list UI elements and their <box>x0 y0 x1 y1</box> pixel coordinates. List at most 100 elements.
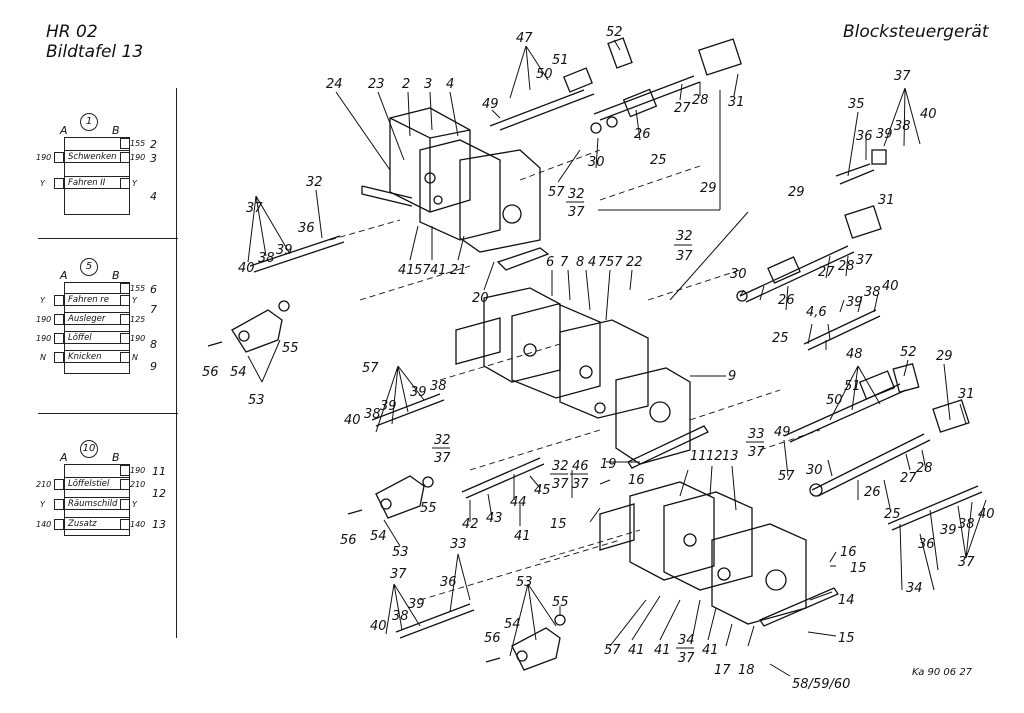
callout-48: 48 <box>846 347 863 362</box>
callout-36d: 36 <box>440 575 457 590</box>
callout-32a: 32 <box>568 187 585 202</box>
port-tab <box>120 295 130 306</box>
callout-28b: 28 <box>838 259 855 274</box>
drawing-title: Blocksteuergerät <box>843 22 989 42</box>
callout-50: 50 <box>536 67 553 82</box>
callout-33b: 33 <box>450 537 467 552</box>
callout-22: 22 <box>626 255 643 270</box>
pressure-left: N <box>40 353 46 362</box>
port-tab <box>120 499 130 510</box>
guide-lines <box>329 149 821 601</box>
port-tab <box>54 152 64 163</box>
pressure-left: Y <box>40 296 45 305</box>
callout-13: 13 <box>722 449 739 464</box>
callout-8: 8 <box>576 255 584 270</box>
port-tab <box>120 519 130 530</box>
callout-18: 18 <box>738 663 755 678</box>
callout-40c: 40 <box>882 279 899 294</box>
port-tab <box>120 479 130 490</box>
callout-4: 4 <box>446 77 454 92</box>
row-ref: 6 <box>150 283 157 296</box>
callout-34b: 34 <box>678 633 695 648</box>
callout-37j: 37 <box>748 445 765 460</box>
section-row: Löffelstiel <box>64 477 130 490</box>
callout-39d: 39 <box>940 523 957 538</box>
callout-38b: 38 <box>894 119 911 134</box>
pressure-right: 190 <box>130 466 146 475</box>
callout-51: 51 <box>552 53 569 68</box>
callout-53c: 53 <box>516 575 533 590</box>
port-tab <box>54 314 64 325</box>
callout-56b: 56 <box>202 365 219 380</box>
callout-50b: 50 <box>826 393 843 408</box>
callout-40e: 40 <box>344 413 361 428</box>
row-ref: 12 <box>152 487 166 500</box>
callout-39c: 39 <box>846 295 863 310</box>
port-a-label: A <box>60 269 68 282</box>
callout-54b: 54 <box>230 365 247 380</box>
callout-56c: 56 <box>484 631 501 646</box>
callout-46: 4,6 <box>806 305 827 320</box>
pressure-right: N <box>132 353 138 362</box>
schematic-group-10: 10 A B 190 11 Löffelstiel 210 210 Räumsc… <box>36 440 176 540</box>
port-tab <box>54 178 64 189</box>
callout-41e: 41 <box>654 643 671 658</box>
row-ref: 13 <box>152 518 166 531</box>
callout-37a: 37 <box>568 205 585 220</box>
row-ref: 3 <box>150 152 157 165</box>
callout-46b: 46 <box>572 459 589 474</box>
valve-block-group-10 <box>599 481 839 627</box>
callout-52b: 52 <box>900 345 917 360</box>
callout-37h: 37 <box>552 477 569 492</box>
callout-15b: 15 <box>850 561 867 576</box>
callout-30: 30 <box>588 155 605 170</box>
port-tab <box>120 152 130 163</box>
callout-38d: 38 <box>958 517 975 532</box>
port-tab <box>120 138 130 149</box>
callout-40a: 40 <box>238 261 255 276</box>
callout-15c: 15 <box>838 631 855 646</box>
callout-42: 42 <box>462 517 479 532</box>
callout-33: 33 <box>748 427 765 442</box>
callout-labels: 24 23 2 3 4 47 52 49 50 51 30 26 27 28 3… <box>202 25 995 692</box>
callout-54c: 54 <box>504 617 521 632</box>
callout-37b: 37 <box>246 201 263 216</box>
callout-19: 19 <box>600 457 617 472</box>
pressure-right: 155 <box>130 139 146 148</box>
callout-26: 26 <box>634 127 651 142</box>
callout-41b: 41 <box>430 263 447 278</box>
port-tab <box>54 479 64 490</box>
schematic-group-1: 1 A B 155 2 Schwenken 190 190 3 Fahren I… <box>36 110 176 215</box>
group-number: 10 <box>80 440 98 458</box>
group-number: 5 <box>80 258 98 276</box>
callout-37k: 37 <box>390 567 407 582</box>
section-row: Löffel <box>64 331 130 344</box>
callout-57a: 57 <box>548 185 565 200</box>
callout-31c: 31 <box>958 387 975 402</box>
port-tab <box>54 519 64 530</box>
pressure-right: 125 <box>130 315 146 324</box>
pressure-right: 155 <box>130 284 146 293</box>
callout-4b: 4 <box>588 255 596 270</box>
pressure-left: Y <box>40 179 45 188</box>
callout-40d: 40 <box>978 507 995 522</box>
callout-49b: 49 <box>774 425 791 440</box>
callout-20: 20 <box>472 291 489 306</box>
callout-40b: 40 <box>920 107 937 122</box>
callout-39g: 39 <box>408 597 425 612</box>
callout-36c: 36 <box>918 537 935 552</box>
callout-37e: 37 <box>856 253 873 268</box>
panel-divider <box>176 88 177 638</box>
callout-41f: 41 <box>702 643 719 658</box>
callout-56: 56 <box>340 533 357 548</box>
callout-29: 29 <box>700 181 717 196</box>
callout-15: 15 <box>550 517 567 532</box>
port-tab <box>120 178 130 189</box>
row-ref: 2 <box>150 138 157 151</box>
callout-49: 49 <box>482 97 499 112</box>
pressure-right: Y <box>132 500 137 509</box>
callout-24: 24 <box>326 77 343 92</box>
callout-7b: 7 <box>598 255 607 270</box>
callout-32b: 32 <box>306 175 323 190</box>
callout-2: 2 <box>402 77 410 92</box>
